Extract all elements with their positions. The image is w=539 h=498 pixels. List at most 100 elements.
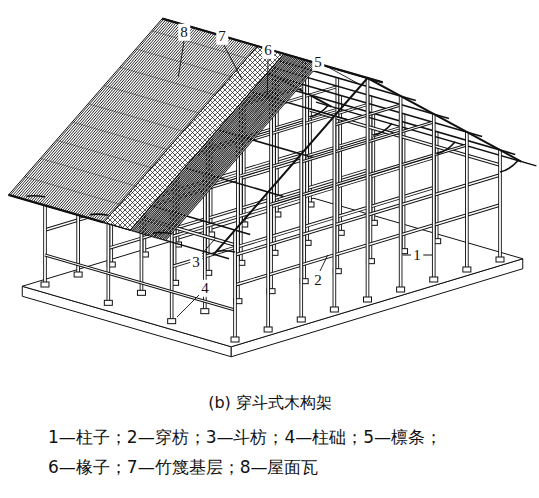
tile-course [152,31,247,58]
tile-row [67,35,221,211]
leader-line [224,45,242,80]
column-base [264,327,272,332]
column-base [41,282,49,287]
column-base [74,272,82,277]
column-base [104,300,112,305]
column [400,96,402,290]
tile-row [79,39,233,215]
callout-number: 3 [190,254,202,271]
callout-number: 4 [199,280,211,297]
tile-course [72,122,167,150]
column [233,230,237,340]
tile-row [56,32,210,208]
longitudinal-beam [45,255,235,310]
tile-row [37,27,191,203]
column [403,114,405,252]
column [339,95,341,233]
tile-row [75,38,229,214]
tile-row [29,24,183,200]
tile-row [58,33,212,209]
eave-edge [9,195,104,223]
frame-drawing [9,19,537,357]
eave-bracket [90,214,109,215]
tile-row [81,40,235,216]
tile-row [21,22,175,198]
longitudinal-beam [310,110,500,165]
callout-number: 5 [312,54,324,71]
column [498,150,502,260]
tile-course [104,85,199,113]
tile-row [90,42,244,218]
leader-tick [423,255,432,256]
callout-number: 2 [312,272,324,289]
column [266,192,270,330]
eave-bracket [437,142,456,154]
column [299,154,303,320]
callout-number: 7 [216,28,228,45]
eave-bracket [216,251,235,252]
column-base [463,267,471,272]
column [336,78,338,272]
eave-bracket [153,232,172,233]
column [367,78,369,300]
tile-row [39,28,193,204]
tile-row [27,24,181,200]
callout-number: 1 [411,247,423,264]
tile-row [41,28,195,204]
column [267,192,269,330]
leader-line [320,255,328,271]
tile-row [98,44,252,220]
tile-row [96,44,250,220]
tile-row [64,35,218,211]
tile-course [136,49,231,77]
column-base [231,337,239,342]
column-base [364,297,372,302]
column [499,150,501,260]
eave-bracket [373,123,392,135]
tile-row [85,41,239,217]
tile-row [83,40,237,216]
tile-row [35,26,189,202]
tile-row [52,31,206,207]
column [432,114,436,280]
column-base [330,307,338,312]
leader-tick [403,255,412,256]
tile-row [87,41,241,217]
column [270,98,272,292]
column-base [137,290,145,295]
tile-row [50,31,204,207]
eave-bracket [310,105,329,117]
figure-caption: (b) 穿斗式木构架 [208,394,332,412]
tile-row [71,37,225,213]
tile-row [48,30,202,206]
column [370,96,372,262]
column [300,154,302,320]
leader-line [326,66,359,84]
longitudinal-beam [45,255,235,310]
roof-tiles [9,19,258,223]
tile-course [120,67,215,95]
tile-row [73,37,227,213]
rafter-profile [214,78,521,254]
column [399,96,403,290]
leader-line [177,295,199,317]
column-base [430,277,438,282]
tile-row [23,23,177,199]
column-base [168,319,176,324]
tile-row [100,45,254,221]
column-base [201,309,209,314]
callout-number: 6 [262,42,274,59]
column-base [297,317,305,322]
tile-row [44,29,198,205]
tile-row [54,32,208,208]
tile-row [33,26,187,202]
tile-row [25,23,179,199]
eave-bracket [26,196,45,197]
column [234,230,236,340]
longitudinal-beam [310,110,500,165]
column [465,132,469,270]
eave-bracket [500,160,519,172]
column [333,116,337,310]
